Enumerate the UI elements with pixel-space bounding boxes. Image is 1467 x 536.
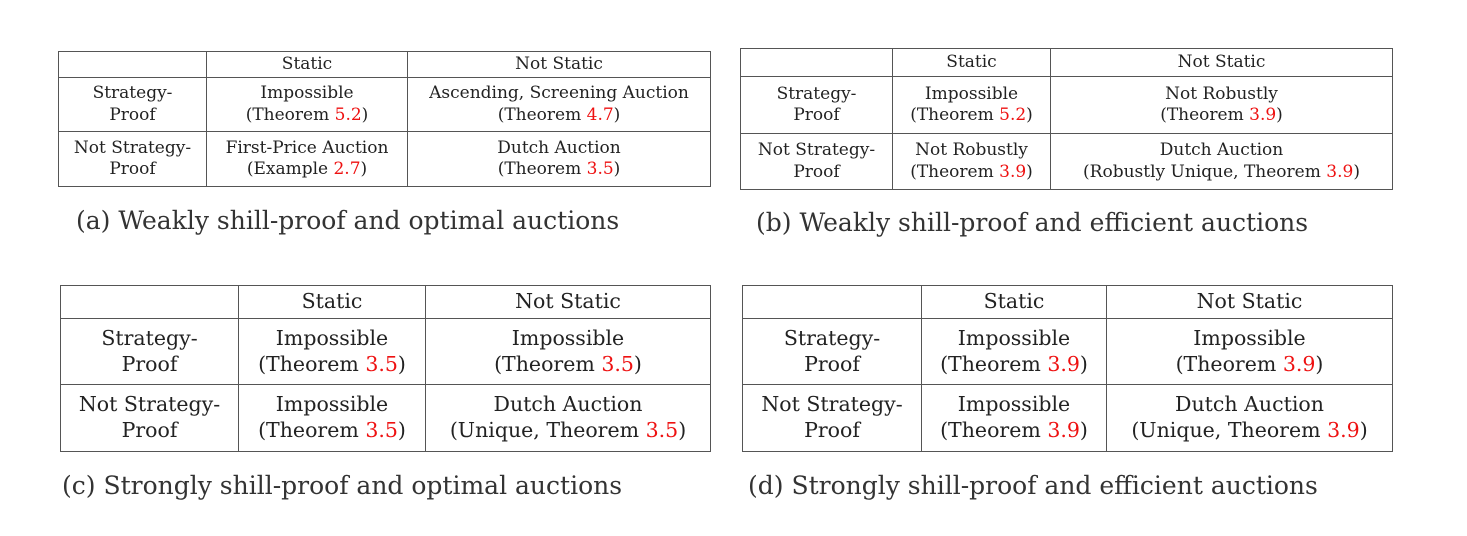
theorem-link[interactable]: 3.5 bbox=[601, 351, 634, 376]
cell-sp-static: Impossible (Theorem 5.2) bbox=[892, 76, 1051, 134]
table-d-strongly-efficient: Static Not Static Strategy- Proof Imposs… bbox=[742, 285, 1393, 452]
header-static: Static bbox=[921, 285, 1107, 319]
caption-d: (d) Strongly shill-proof and efficient a… bbox=[748, 471, 1318, 500]
cell-nsp-static: Impossible (Theorem 3.5) bbox=[238, 384, 426, 452]
row-label-not-strategy-proof: Not Strategy- Proof bbox=[58, 131, 207, 187]
cell-nsp-not-static: Dutch Auction (Unique, Theorem 3.9) bbox=[1106, 384, 1393, 452]
theorem-link[interactable]: 3.5 bbox=[586, 159, 614, 179]
example-link[interactable]: 2.7 bbox=[333, 159, 361, 179]
header-not-static: Not Static bbox=[1050, 48, 1393, 77]
table-c-strongly-optimal: Static Not Static Strategy- Proof Imposs… bbox=[60, 285, 711, 452]
theorem-link[interactable]: 3.9 bbox=[1047, 418, 1080, 442]
cell-nsp-static: First-Price Auction (Example 2.7) bbox=[206, 131, 408, 187]
cell-sp-not-static: Ascending, Screening Auction (Theorem 4.… bbox=[407, 77, 711, 132]
corner-cell bbox=[740, 48, 893, 77]
header-not-static: Not Static bbox=[407, 51, 711, 78]
caption-a: (a) Weakly shill-proof and optimal aucti… bbox=[76, 206, 620, 235]
theorem-link[interactable]: 5.2 bbox=[334, 104, 362, 125]
theorem-link[interactable]: 4.7 bbox=[586, 104, 614, 125]
theorem-link[interactable]: 3.9 bbox=[1327, 418, 1360, 442]
corner-cell bbox=[742, 285, 922, 319]
cell-sp-not-static: Impossible (Theorem 3.5) bbox=[425, 318, 711, 385]
caption-c: (c) Strongly shill-proof and optimal auc… bbox=[62, 471, 623, 500]
row-label-not-strategy-proof: Not Strategy- Proof bbox=[740, 133, 893, 190]
row-label-strategy-proof: Strategy- Proof bbox=[742, 318, 922, 385]
cell-sp-static: Impossible (Theorem 3.9) bbox=[921, 318, 1107, 385]
theorem-link[interactable]: 3.9 bbox=[1249, 105, 1277, 125]
table-b-weakly-efficient: Static Not Static Strategy- Proof Imposs… bbox=[740, 48, 1393, 190]
theorem-link[interactable]: 3.9 bbox=[1282, 351, 1316, 376]
cell-sp-not-static: Not Robustly (Theorem 3.9) bbox=[1050, 76, 1393, 134]
cell-sp-not-static: Impossible (Theorem 3.9) bbox=[1106, 318, 1393, 385]
cell-sp-static: Impossible (Theorem 5.2) bbox=[206, 77, 408, 132]
cell-nsp-static: Impossible (Theorem 3.9) bbox=[921, 384, 1107, 452]
theorem-link[interactable]: 3.9 bbox=[1047, 351, 1080, 376]
header-static: Static bbox=[206, 51, 408, 78]
row-label-strategy-proof: Strategy- Proof bbox=[60, 318, 239, 385]
caption-b: (b) Weakly shill-proof and efficient auc… bbox=[756, 208, 1309, 237]
row-label-not-strategy-proof: Not Strategy- Proof bbox=[60, 384, 239, 452]
header-static: Static bbox=[238, 285, 426, 319]
corner-cell bbox=[60, 285, 239, 319]
row-label-not-strategy-proof: Not Strategy- Proof bbox=[742, 384, 922, 452]
theorem-link[interactable]: 3.9 bbox=[999, 161, 1027, 182]
table-a-weakly-optimal: Static Not Static Strategy- Proof Imposs… bbox=[58, 51, 711, 187]
cell-nsp-static: Not Robustly (Theorem 3.9) bbox=[892, 133, 1051, 190]
row-label-strategy-proof: Strategy- Proof bbox=[740, 76, 893, 134]
theorem-link[interactable]: 3.5 bbox=[365, 351, 398, 376]
corner-cell bbox=[58, 51, 207, 78]
theorem-link[interactable]: 3.9 bbox=[1326, 161, 1354, 182]
header-not-static: Not Static bbox=[1106, 285, 1393, 319]
row-label-strategy-proof: Strategy- Proof bbox=[58, 77, 207, 132]
cell-nsp-not-static: Dutch Auction (Unique, Theorem 3.5) bbox=[425, 384, 711, 452]
cell-nsp-not-static: Dutch Auction (Robustly Unique, Theorem … bbox=[1050, 133, 1393, 190]
theorem-link[interactable]: 3.5 bbox=[645, 418, 679, 442]
header-not-static: Not Static bbox=[425, 285, 711, 319]
theorem-link[interactable]: 5.2 bbox=[999, 105, 1027, 125]
theorem-link[interactable]: 3.5 bbox=[365, 418, 398, 442]
cell-sp-static: Impossible (Theorem 3.5) bbox=[238, 318, 426, 385]
cell-nsp-not-static: Dutch Auction (Theorem 3.5) bbox=[407, 131, 711, 187]
header-static: Static bbox=[892, 48, 1051, 77]
